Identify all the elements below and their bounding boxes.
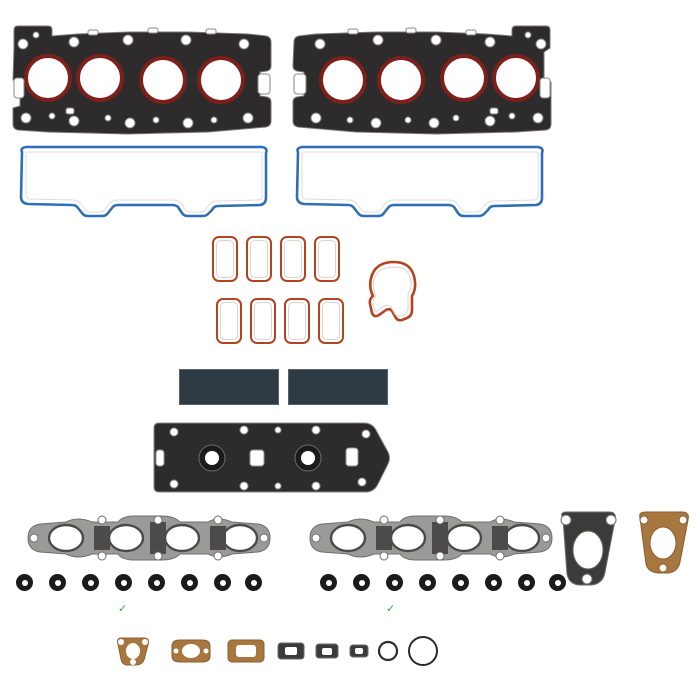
valve-stem-seal (320, 574, 337, 591)
valve-stem-seal (549, 574, 566, 591)
marker-right-icon: ✓ (386, 603, 396, 615)
valve-stem-seal (485, 574, 502, 591)
exhaust-manifold-gasket-left-shape (27, 515, 271, 561)
intake-port-gasket (314, 236, 340, 282)
valve-stem-seal (386, 574, 403, 591)
head-gasket-right (288, 22, 556, 140)
head-gasket-left (8, 22, 276, 140)
intake-end-seal-front (179, 369, 279, 405)
exhaust-pipe-flange-gasket-graphite-shape (560, 511, 617, 586)
exhaust-manifold-gasket-left (22, 512, 276, 564)
valve-cover-gasket-left (12, 142, 276, 220)
misc-small-gaskets-group (110, 632, 450, 670)
exhaust-manifold-gasket-right (304, 512, 558, 564)
intake-port-gasket (246, 236, 272, 282)
intake-port-gasket (284, 298, 310, 344)
exhaust-manifold-gasket-right-shape (309, 515, 553, 561)
thermostat-gasket-shape (368, 260, 417, 322)
valve-stem-seal (419, 574, 436, 591)
valve-stem-seal (49, 574, 66, 591)
valve-stem-seal (82, 574, 99, 591)
valve-stem-seal (214, 574, 231, 591)
valve-stem-seal (16, 574, 33, 591)
intake-port-gasket (280, 236, 306, 282)
valley-cover-gasket-shape (153, 422, 390, 493)
exhaust-pipe-flange-gasket-graphite (549, 508, 627, 590)
valve-stem-seal (148, 574, 165, 591)
valve-stem-seal (353, 574, 370, 591)
valve-stem-seals-right (316, 570, 566, 598)
intake-port-gasket (250, 298, 276, 344)
head-gasket-left-shape (12, 25, 272, 135)
valve-cover-gasket-right-shape (295, 145, 544, 218)
valve-stem-seal (181, 574, 198, 591)
misc-small-gaskets-shape (117, 636, 438, 666)
intake-port-gasket (212, 236, 238, 282)
valve-cover-gasket-right (288, 142, 552, 220)
valve-cover-gasket-left-shape (19, 145, 268, 218)
valve-stem-seal (115, 574, 132, 591)
valley-cover-gasket (150, 418, 400, 500)
valve-stem-seal (245, 574, 262, 591)
head-gasket-right-shape (292, 25, 552, 135)
valve-stem-seals-left (12, 570, 262, 598)
exhaust-pipe-flange-gasket-fiber (630, 508, 696, 578)
valve-stem-seal (452, 574, 469, 591)
marker-left-icon: ✓ (118, 603, 128, 615)
valve-stem-seal (518, 574, 535, 591)
intake-end-seal-rear (288, 369, 388, 405)
intake-port-gasket (318, 298, 344, 344)
intake-port-gaskets-group (212, 236, 344, 346)
exhaust-pipe-flange-gasket-fiber-shape (639, 511, 689, 574)
intake-port-gasket (216, 298, 242, 344)
thermostat-gasket (366, 258, 428, 332)
